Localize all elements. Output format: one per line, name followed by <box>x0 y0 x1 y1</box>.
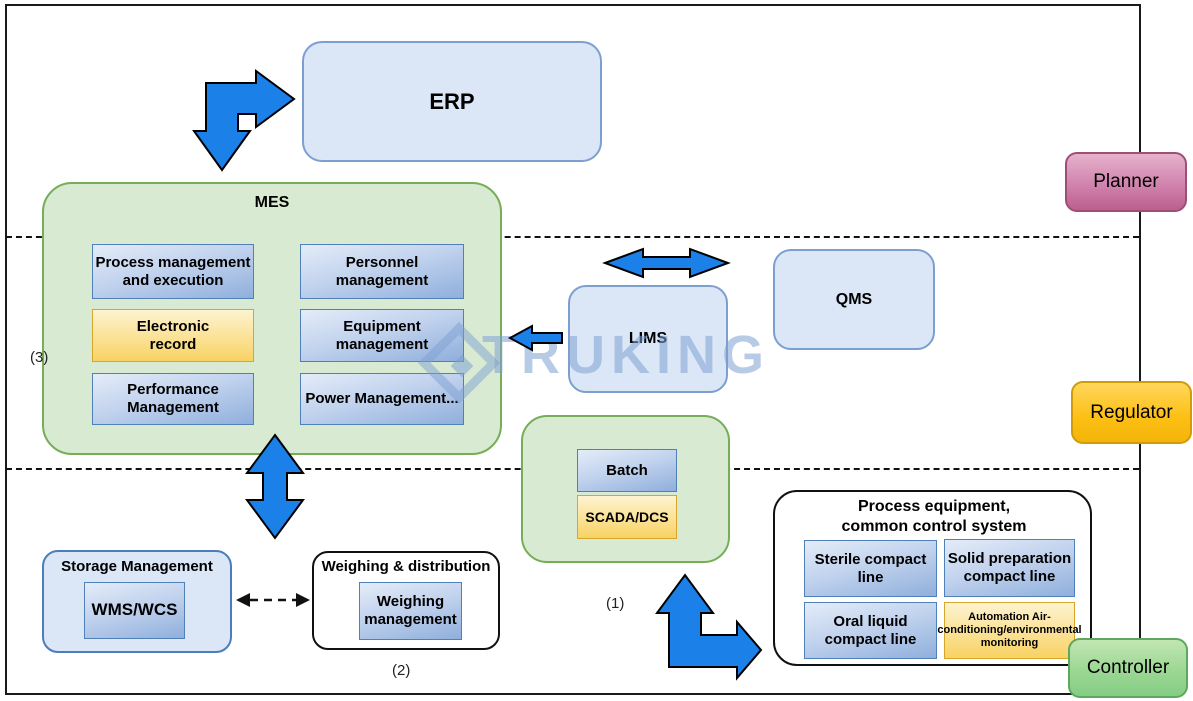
mes-module-electronic-record: Electronic record <box>92 309 254 362</box>
storage-management-title: Storage Management <box>61 558 213 575</box>
qms-box: QMS <box>773 249 935 350</box>
automation-air-conditioning-module: Automation Air-conditioning/environmenta… <box>937 602 1082 659</box>
mes-module-equipment-label: Equipment management <box>335 317 429 353</box>
mes-title: MES <box>254 194 290 211</box>
weighing-distribution-title: Weighing & distribution <box>321 558 491 575</box>
lims-label: LIMS <box>628 330 668 347</box>
mes-module-personnel-management: Personnel management <box>300 244 464 299</box>
storage-management-container: Storage Management WMS/WCS <box>42 550 232 653</box>
planner-label: Planner <box>1093 171 1159 192</box>
mes-module-personnel-label: Personnel management <box>335 253 429 289</box>
erp-label: ERP <box>429 88 475 114</box>
mes-module-electronic-label: Electronic record <box>136 317 210 353</box>
wms-wcs-module: WMS/WCS <box>84 582 185 639</box>
automation-air-conditioning-label: Automation Air-conditioning/environmenta… <box>937 611 1082 649</box>
scada-dcs-label: SCADA/DCS <box>585 508 669 525</box>
mes-module-performance-label: Performance Management <box>127 381 219 416</box>
mes-container: MES Process management and execution Per… <box>42 182 502 455</box>
batch-module: Batch <box>577 449 677 492</box>
note-1: (1) <box>606 595 625 612</box>
mes-module-performance-management: Performance Management <box>92 373 254 425</box>
weighing-distribution-container: Weighing & distribution Weighing managem… <box>312 551 500 650</box>
mes-module-process-management: Process management and execution <box>92 244 254 299</box>
outer-border <box>5 4 1141 695</box>
lims-box: LIMS <box>568 285 728 393</box>
planner-badge: Planner <box>1065 152 1187 212</box>
batch-scada-container: Batch SCADA/DCS <box>521 415 730 563</box>
mes-module-equipment-management: Equipment management <box>300 309 464 362</box>
oral-liquid-compact-line-label: Oral liquid compact line <box>824 612 917 648</box>
controller-label: Controller <box>1086 657 1170 678</box>
weighing-management-label: Weighing management <box>364 593 457 628</box>
mes-module-process-label: Process management and execution <box>95 253 251 289</box>
note-2: (2) <box>392 662 411 679</box>
oral-liquid-compact-line-module: Oral liquid compact line <box>804 602 937 659</box>
process-equipment-title: Process equipment, common control system <box>841 498 1027 535</box>
batch-label: Batch <box>606 461 648 479</box>
mes-module-power-management: Power Management... <box>300 373 464 425</box>
weighing-management-module: Weighing management <box>359 582 462 640</box>
sterile-compact-line-module: Sterile compact line <box>804 540 937 597</box>
mes-module-power-label: Power Management... <box>305 390 459 408</box>
regulator-badge: Regulator <box>1071 381 1192 444</box>
controller-badge: Controller <box>1068 638 1188 698</box>
solid-preparation-compact-line-module: Solid preparation compact line <box>944 539 1075 597</box>
erp-box: ERP <box>302 41 602 162</box>
solid-preparation-compact-line-label: Solid preparation compact line <box>947 550 1072 585</box>
regulator-label: Regulator <box>1090 401 1173 423</box>
scada-dcs-module: SCADA/DCS <box>577 495 677 539</box>
qms-label: QMS <box>835 290 873 308</box>
note-3: (3) <box>30 349 49 366</box>
planner-regulator-divider <box>6 236 1139 238</box>
wms-wcs-label: WMS/WCS <box>91 600 178 620</box>
process-equipment-container: Process equipment, common control system… <box>773 490 1092 666</box>
sterile-compact-line-label: Sterile compact line <box>814 550 927 586</box>
